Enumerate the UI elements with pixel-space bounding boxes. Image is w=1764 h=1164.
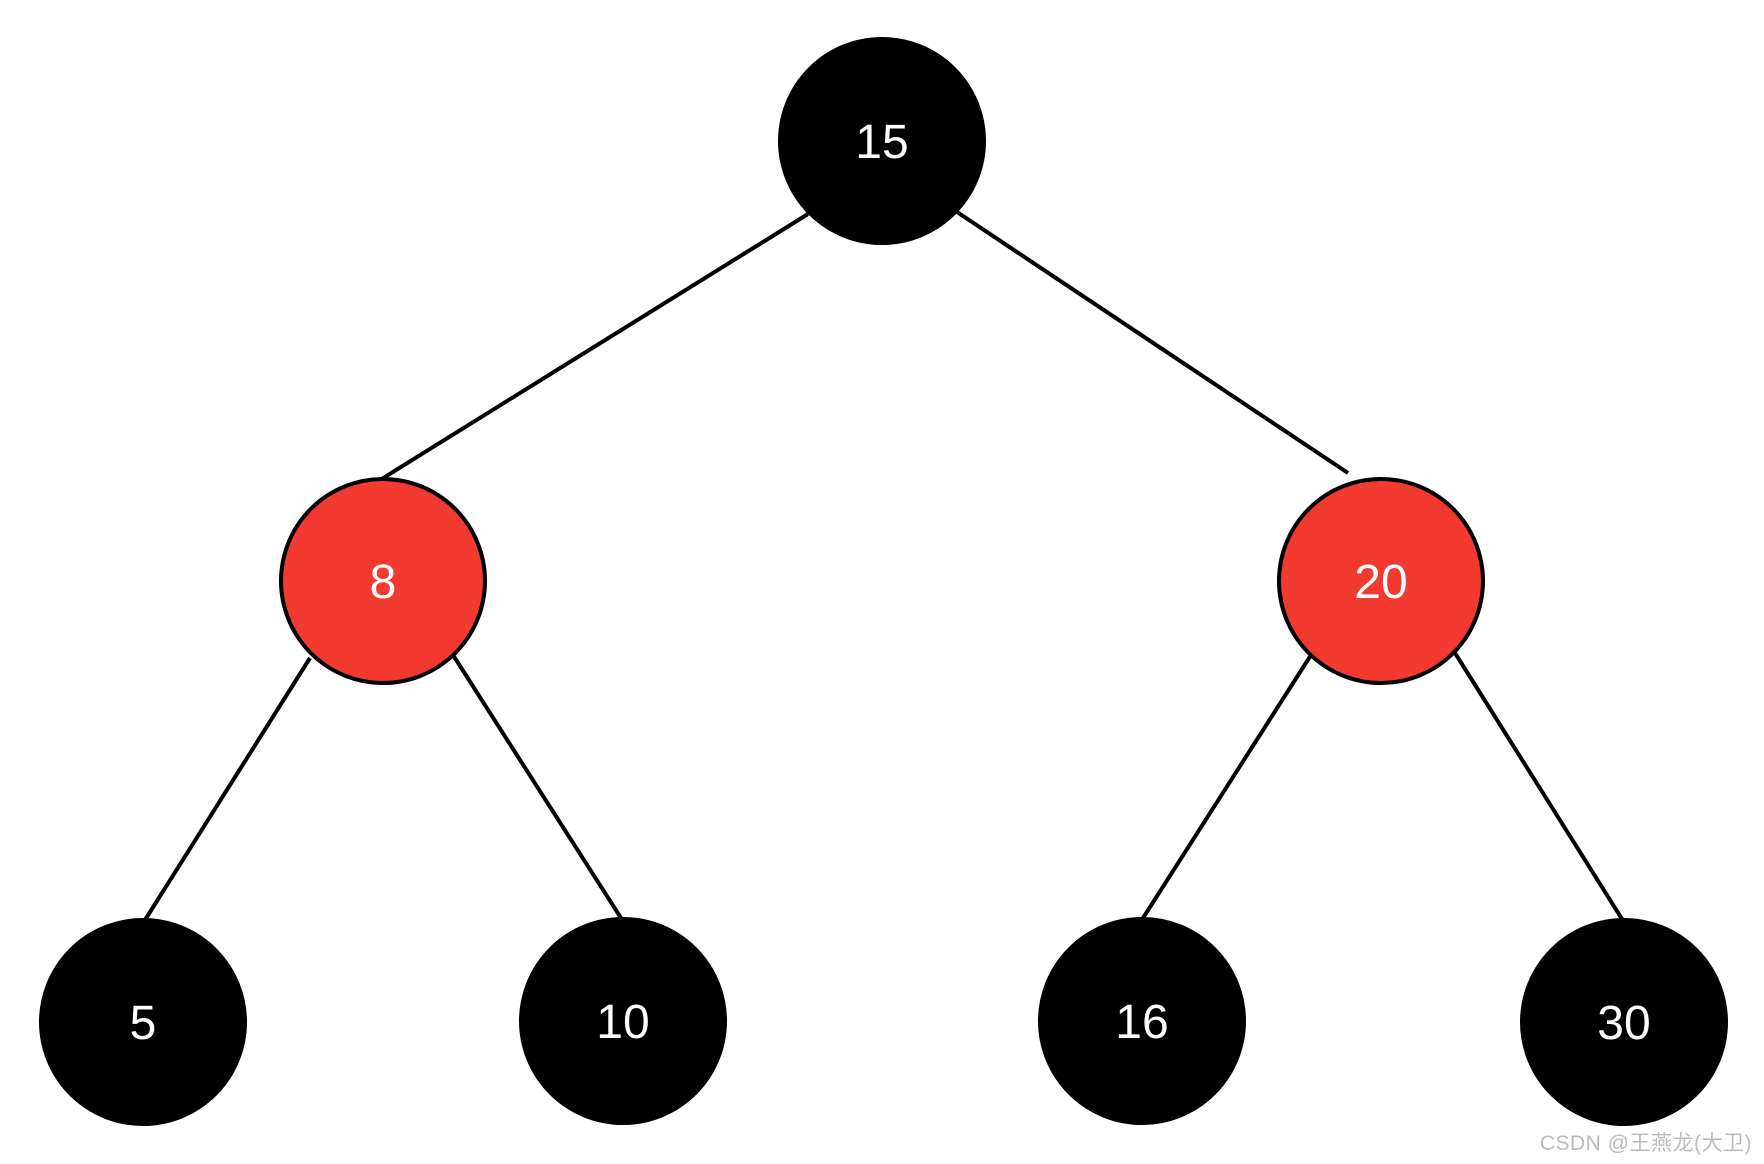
tree-node-label-10: 10 bbox=[596, 996, 649, 1049]
tree-node-16 bbox=[1038, 917, 1246, 1125]
tree-node-label-5: 5 bbox=[130, 997, 157, 1050]
tree-node-label-16: 16 bbox=[1115, 996, 1168, 1049]
watermark-text: CSDN @王燕龙(大卫) bbox=[1539, 1132, 1752, 1155]
tree-edge-8-5 bbox=[143, 656, 312, 922]
tree-node-8 bbox=[279, 477, 487, 685]
tree-node-15 bbox=[778, 37, 986, 245]
tree-node-10 bbox=[519, 917, 727, 1125]
tree-node-label-15: 15 bbox=[855, 116, 908, 169]
tree-node-5 bbox=[39, 918, 247, 1126]
tree-node-label-20: 20 bbox=[1354, 556, 1407, 609]
tree-edge-8-10 bbox=[451, 653, 623, 920]
tree-node-20 bbox=[1277, 477, 1485, 685]
tree-edge-20-16 bbox=[1141, 653, 1313, 920]
tree-edge-15-20 bbox=[955, 210, 1350, 475]
tree-node-label-8: 8 bbox=[370, 556, 397, 609]
tree-edge-20-30 bbox=[1453, 651, 1624, 921]
tree-node-label-30: 30 bbox=[1597, 997, 1650, 1050]
tree-node-30 bbox=[1520, 918, 1728, 1126]
tree-edge-15-8 bbox=[378, 212, 810, 482]
